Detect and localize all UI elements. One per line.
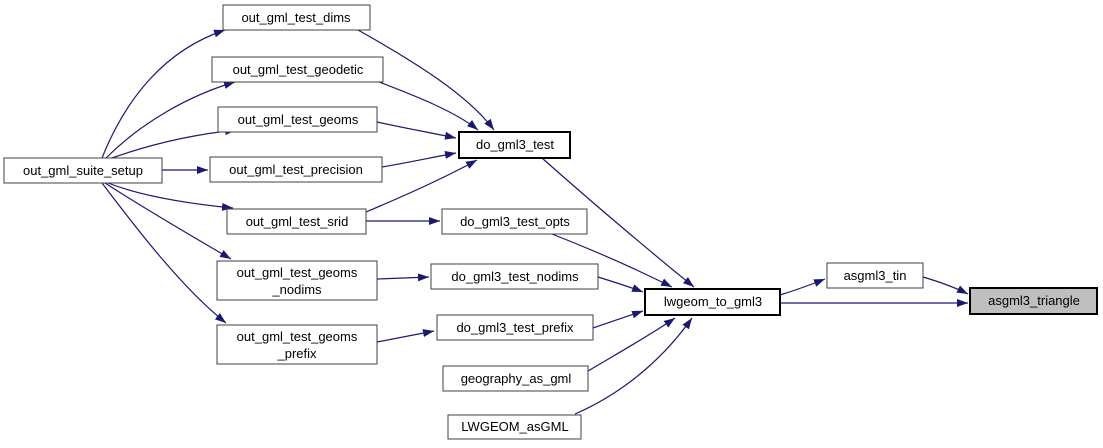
node-box xyxy=(644,288,781,316)
edge-do_gml3_test_prefix-to-lwgeom_to_gml3 xyxy=(592,310,644,329)
node-do_gml3_test_prefix[interactable]: do_gml3_test_prefix xyxy=(436,314,594,341)
edge-out_gml_test_geoms_nodims-to-do_gml3_test_nodims xyxy=(376,273,430,282)
edge-out_gml_test_geoms-to-do_gml3_test xyxy=(376,121,457,140)
node-asgml3_triangle: asgml3_triangle xyxy=(969,287,1098,315)
edge-do_gml3_test_opts-to-lwgeom_to_gml3 xyxy=(551,233,673,288)
edge-out_gml_test_srid-to-do_gml3_test xyxy=(365,159,478,213)
node-box xyxy=(442,365,589,392)
edge-out_gml_suite_setup-to-out_gml_test_geoms xyxy=(111,127,237,159)
edge-LWGEOM_asGML-to-lwgeom_to_gml3 xyxy=(574,317,693,415)
edge-out_gml_test_dims-to-do_gml3_test xyxy=(357,29,495,131)
node-do_gml3_test[interactable]: do_gml3_test xyxy=(458,131,571,159)
node-box xyxy=(436,314,594,341)
node-box xyxy=(216,260,378,301)
node-box xyxy=(969,287,1098,315)
node-do_gml3_test_opts[interactable]: do_gml3_test_opts xyxy=(441,208,588,235)
node-label: out_gml_suite_setup xyxy=(23,163,143,178)
node-label: LWGEOM_asGML xyxy=(461,419,568,434)
node-box xyxy=(3,157,163,184)
node-label-line-2: _nodims xyxy=(271,282,322,297)
edge-do_gml3_test_nodims-to-lwgeom_to_gml3 xyxy=(597,276,644,293)
node-LWGEOM_asGML[interactable]: LWGEOM_asGML xyxy=(447,414,582,440)
node-label: out_gml_test_geoms xyxy=(238,112,359,127)
edge-lwgeom_to_gml3-to-asgml3_tin xyxy=(779,278,826,296)
node-label: out_gml_test_dims xyxy=(241,10,351,25)
node-label: asgml3_tin xyxy=(844,268,907,283)
node-box xyxy=(209,156,383,183)
node-label: do_gml3_test xyxy=(476,137,554,152)
node-lwgeom_to_gml3[interactable]: lwgeom_to_gml3 xyxy=(644,288,781,316)
node-geography_as_gml[interactable]: geography_as_gml xyxy=(442,365,589,392)
node-out_gml_test_dims[interactable]: out_gml_test_dims xyxy=(222,4,371,31)
edge-do_gml3_test-to-lwgeom_to_gml3 xyxy=(541,157,695,288)
node-box xyxy=(222,4,371,31)
node-out_gml_test_geoms_prefix[interactable]: out_gml_test_geoms _prefix xyxy=(216,324,378,365)
node-box xyxy=(447,414,582,440)
node-label: geography_as_gml xyxy=(461,371,572,386)
edge-out_gml_suite_setup-to-out_gml_test_geoms_nodims xyxy=(104,182,232,260)
edge-out_gml_suite_setup-to-out_gml_test_srid xyxy=(107,182,234,211)
node-box xyxy=(441,208,588,235)
nodes-layer: out_gml_suite_setup out_gml_test_dims ou… xyxy=(3,4,1098,440)
node-out_gml_test_geodetic[interactable]: out_gml_test_geodetic xyxy=(211,56,384,83)
edge-asgml3_tin-to-asgml3_triangle xyxy=(922,276,969,295)
node-out_gml_test_geoms[interactable]: out_gml_test_geoms xyxy=(217,106,378,133)
edge-out_gml_test_precision-to-do_gml3_test xyxy=(381,151,457,168)
node-label: do_gml3_test_prefix xyxy=(456,320,574,335)
edges-layer xyxy=(101,29,969,415)
node-box xyxy=(211,56,384,83)
edge-geography_as_gml-to-lwgeom_to_gml3 xyxy=(587,317,676,372)
node-label: lwgeom_to_gml3 xyxy=(664,294,762,309)
node-asgml3_tin[interactable]: asgml3_tin xyxy=(826,262,924,289)
node-box xyxy=(217,106,378,133)
node-out_gml_suite_setup[interactable]: out_gml_suite_setup xyxy=(3,157,163,184)
node-label: do_gml3_test_nodims xyxy=(451,269,579,284)
node-label: out_gml_test_geodetic xyxy=(233,62,364,77)
edge-out_gml_test_geoms_prefix-to-do_gml3_test_prefix xyxy=(376,329,435,343)
node-label: asgml3_triangle xyxy=(988,293,1080,308)
node-label: do_gml3_test_opts xyxy=(460,214,570,229)
node-box xyxy=(430,263,599,290)
node-label-line-1: out_gml_test_geoms xyxy=(237,329,358,344)
edge-out_gml_suite_setup-to-out_gml_test_geoms_prefix xyxy=(101,182,227,324)
node-out_gml_test_precision[interactable]: out_gml_test_precision xyxy=(209,156,383,183)
node-out_gml_test_geoms_nodims[interactable]: out_gml_test_geoms _nodims xyxy=(216,260,378,301)
node-box xyxy=(216,324,378,365)
edge-out_gml_suite_setup-to-out_gml_test_geodetic xyxy=(105,81,236,159)
node-out_gml_test_srid[interactable]: out_gml_test_srid xyxy=(226,208,367,235)
node-box xyxy=(826,262,924,289)
node-box xyxy=(458,131,571,159)
node-label: out_gml_test_precision xyxy=(229,162,363,177)
edge-out_gml_test_geodetic-to-do_gml3_test xyxy=(378,81,479,131)
node-label: out_gml_test_srid xyxy=(246,214,349,229)
node-label-line-2: _prefix xyxy=(276,346,317,361)
node-box xyxy=(226,208,367,235)
node-do_gml3_test_nodims[interactable]: do_gml3_test_nodims xyxy=(430,263,599,290)
node-label-line-1: out_gml_test_geoms xyxy=(237,265,358,280)
edge-out_gml_suite_setup-to-out_gml_test_dims xyxy=(101,29,226,159)
